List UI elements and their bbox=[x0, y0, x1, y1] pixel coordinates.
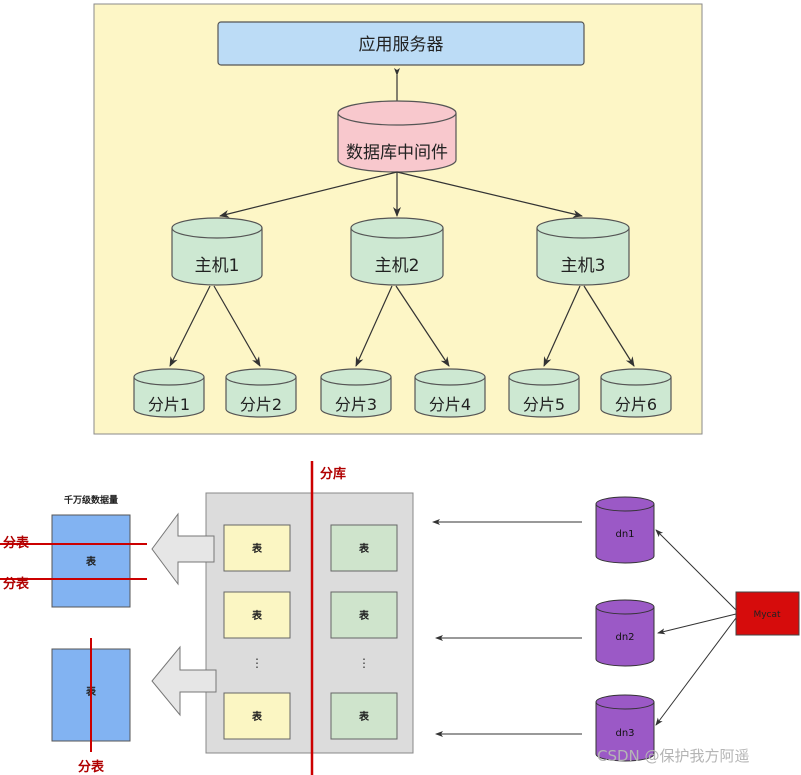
dn-container-arrows bbox=[432, 519, 582, 737]
split-table-label-3: 分表 bbox=[78, 759, 105, 775]
dn3-cylinder: dn3 bbox=[595, 694, 655, 762]
hollow-arrow-2 bbox=[151, 645, 217, 717]
table-green-3-label: 表 bbox=[358, 710, 370, 723]
shard-4-label: 分片4 bbox=[429, 395, 471, 414]
shard-6-cylinder: 分片6 bbox=[600, 368, 672, 418]
mycat-label: Mycat bbox=[753, 610, 781, 620]
shard-1-label: 分片1 bbox=[148, 395, 190, 414]
table-green-3: 表 bbox=[330, 692, 398, 740]
host-2-cylinder: 主机2 bbox=[350, 217, 444, 286]
host-1-cylinder: 主机1 bbox=[171, 217, 263, 286]
split-db-label: 分库 bbox=[320, 466, 346, 482]
big-table-1: 表 bbox=[51, 514, 131, 608]
table-yellow-1-label: 表 bbox=[251, 542, 263, 555]
shard-4-cylinder: 分片4 bbox=[414, 368, 486, 418]
shard-5-cylinder: 分片5 bbox=[508, 368, 580, 418]
big-data-label: 千万级数据量 bbox=[64, 494, 118, 506]
table-green-1-label: 表 bbox=[358, 542, 370, 555]
table-yellow-2: 表 bbox=[223, 591, 291, 639]
host-1-label: 主机1 bbox=[195, 256, 240, 276]
watermark: CSDN @保护我方阿遥 bbox=[597, 747, 750, 765]
shard-2-label: 分片2 bbox=[240, 395, 282, 414]
shard-2-cylinder: 分片2 bbox=[225, 368, 297, 418]
dn2-label: dn2 bbox=[615, 632, 634, 643]
table-yellow-1: 表 bbox=[223, 524, 291, 572]
shard-3-cylinder: 分片3 bbox=[320, 368, 392, 418]
shard-6-label: 分片6 bbox=[615, 395, 657, 414]
ellipsis-left: ⋮ bbox=[251, 656, 263, 670]
dn1-label: dn1 bbox=[615, 529, 634, 540]
split-table-label-1: 分表 bbox=[3, 535, 30, 551]
host-3-cylinder: 主机3 bbox=[536, 217, 630, 286]
dn1-cylinder: dn1 bbox=[595, 496, 655, 564]
shard-1-cylinder: 分片1 bbox=[133, 368, 205, 418]
host-2-label: 主机2 bbox=[375, 256, 420, 276]
middleware-label: 数据库中间件 bbox=[346, 143, 448, 163]
mycat-dn-arrows bbox=[655, 529, 737, 726]
table-yellow-3: 表 bbox=[223, 692, 291, 740]
big-table-1-label: 表 bbox=[85, 555, 97, 568]
ellipsis-right: ⋮ bbox=[358, 656, 370, 670]
dn2-cylinder: dn2 bbox=[595, 599, 655, 667]
mycat-box: Mycat bbox=[735, 591, 800, 636]
shard-5-label: 分片5 bbox=[523, 395, 565, 414]
split-table-label-2: 分表 bbox=[3, 576, 30, 592]
table-yellow-2-label: 表 bbox=[251, 609, 263, 622]
dn3-label: dn3 bbox=[615, 728, 634, 739]
shard-3-label: 分片3 bbox=[335, 395, 377, 414]
app-server-label: 应用服务器 bbox=[359, 35, 444, 55]
host-shard-arrows bbox=[169, 285, 635, 367]
table-green-1: 表 bbox=[330, 524, 398, 572]
hollow-arrow-1 bbox=[151, 512, 215, 586]
app-server-box: 应用服务器 bbox=[217, 21, 585, 66]
middleware-host-arrows bbox=[219, 171, 583, 218]
table-green-2-label: 表 bbox=[358, 609, 370, 622]
table-yellow-3-label: 表 bbox=[251, 710, 263, 723]
table-green-2: 表 bbox=[330, 591, 398, 639]
middleware-cylinder: 数据库中间件 bbox=[337, 100, 457, 173]
host-3-label: 主机3 bbox=[561, 256, 606, 276]
